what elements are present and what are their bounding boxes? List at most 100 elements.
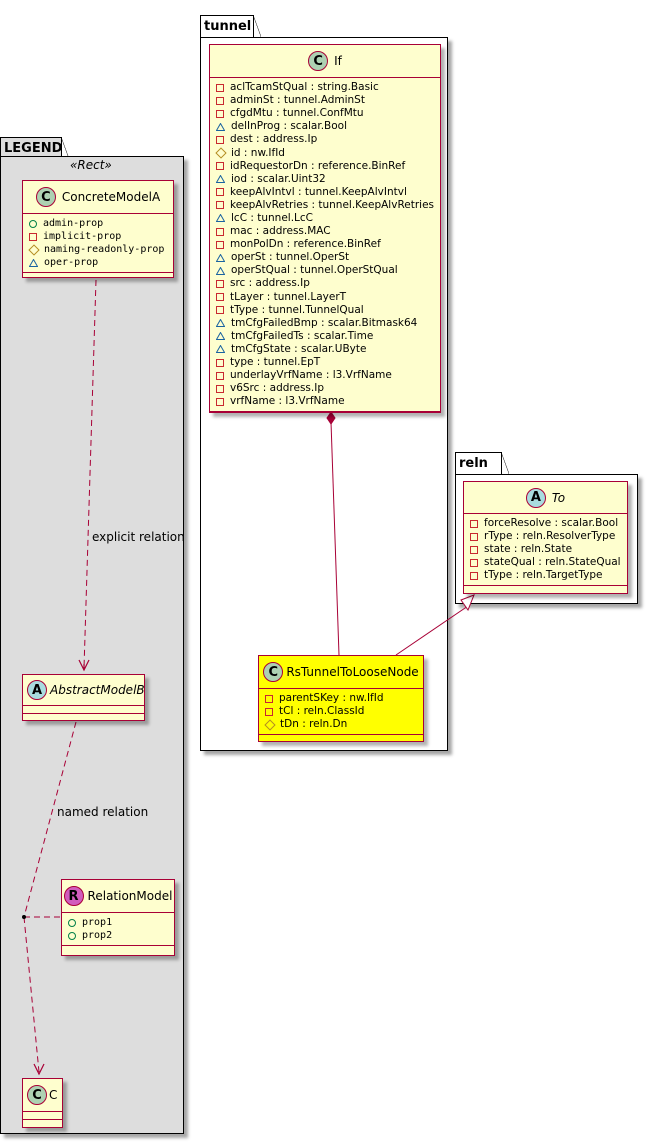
attribute-row: type : tunnel.EpT xyxy=(216,356,436,369)
attribute-text: cfgdMtu : tunnel.ConfMtu xyxy=(230,107,364,120)
public-visibility-icon xyxy=(29,219,37,228)
attribute-text: naming-readonly-prop xyxy=(44,244,165,256)
class-rs-tunnel-to-loose-node[interactable]: C RsTunnelToLooseNode parentSKey : nw.If… xyxy=(258,655,424,742)
private-visibility-icon xyxy=(216,384,224,393)
explicit-relation-label: explicit relation xyxy=(92,530,185,544)
attribute-row: tmCfgFailedTs : scalar.Time xyxy=(216,330,436,343)
package-visibility-icon xyxy=(216,214,225,223)
attribute-text: tCl : reln.ClassId xyxy=(279,705,365,718)
inheritance-line xyxy=(395,605,469,656)
attribute-text: keepAlvRetries : tunnel.KeepAlvRetries xyxy=(230,198,435,211)
method-section xyxy=(259,735,423,742)
attribute-text: aclTcamStQual : string.Basic xyxy=(230,81,379,94)
attribute-row: prop2 xyxy=(68,929,170,942)
relation-r-icon: R xyxy=(63,886,84,906)
named-relation-label: named relation xyxy=(57,805,149,819)
attribute-row: tmCfgFailedBmp : scalar.Bitmask64 xyxy=(216,317,436,330)
attribute-row: oper-prop xyxy=(29,256,169,269)
private-visibility-icon xyxy=(216,227,224,236)
class-abstract-model-b[interactable]: A AbstractModelB xyxy=(22,674,145,721)
attribute-text: tmCfgState : scalar.UByte xyxy=(231,342,367,355)
attribute-text: tmCfgFailedTs : scalar.Time xyxy=(231,329,374,342)
attribute-row: lcC : tunnel.LcC xyxy=(216,212,436,225)
legend-stereotype: «Rect» xyxy=(70,158,112,172)
private-visibility-icon xyxy=(216,135,224,144)
attribute-text: tmCfgFailedBmp : scalar.Bitmask64 xyxy=(231,316,418,329)
package-visibility-icon xyxy=(216,266,225,275)
private-visibility-icon xyxy=(216,201,224,210)
attribute-row: v6Src : address.Ip xyxy=(216,382,436,395)
explicit-relation-arrowhead xyxy=(78,659,90,672)
package-visibility-icon xyxy=(216,332,225,341)
private-visibility-icon xyxy=(265,694,273,703)
inheritance-triangle xyxy=(460,594,475,612)
private-visibility-icon xyxy=(470,532,478,541)
protected-visibility-icon xyxy=(29,246,38,254)
attribute-row: tType : tunnel.TunnelQual xyxy=(216,304,436,317)
class-c[interactable]: C C xyxy=(22,1078,63,1128)
class-c-icon: C xyxy=(308,51,329,71)
class-name: C xyxy=(49,1088,58,1102)
attribute-row: state : reln.State xyxy=(470,543,623,556)
private-visibility-icon xyxy=(216,279,224,288)
attribute-section xyxy=(23,706,144,714)
private-visibility-icon xyxy=(29,232,37,241)
attribute-row: iod : scalar.Uint32 xyxy=(216,173,436,186)
private-visibility-icon xyxy=(216,109,224,118)
public-visibility-icon xyxy=(68,918,76,927)
composition-diamond xyxy=(326,411,336,425)
attribute-row: cfgdMtu : tunnel.ConfMtu xyxy=(216,107,436,120)
attribute-row: keepAlvIntvl : tunnel.KeepAlvIntvl xyxy=(216,186,436,199)
attribute-text: forceResolve : scalar.Bool xyxy=(484,517,619,530)
attribute-row: operSt : tunnel.OperSt xyxy=(216,251,436,264)
attribute-row: monPolDn : reference.BinRef xyxy=(216,238,436,251)
attribute-row: delInProg : scalar.Bool xyxy=(216,120,436,133)
named-relation-line-1 xyxy=(23,721,77,918)
class-name: RelationModel xyxy=(87,889,173,903)
private-visibility-icon xyxy=(216,397,224,406)
attribute-text: underlayVrfName : l3.VrfName xyxy=(230,369,392,382)
private-visibility-icon xyxy=(470,519,478,528)
private-visibility-icon xyxy=(216,83,224,92)
attribute-text: id : nw.IfId xyxy=(231,146,285,159)
attribute-row: src : address.Ip xyxy=(216,277,436,290)
attribute-row: implicit-prop xyxy=(29,230,169,243)
attribute-row: parentSKey : nw.IfId xyxy=(265,692,419,705)
private-visibility-icon xyxy=(265,707,273,716)
package-visibility-icon xyxy=(29,258,38,267)
protected-visibility-icon xyxy=(216,149,225,157)
class-concrete-model-a[interactable]: C ConcreteModelA admin-prop implicit-pro… xyxy=(22,180,174,278)
reln-package-tab: reln xyxy=(455,452,509,475)
attribute-list: admin-prop implicit-prop naming-readonly… xyxy=(23,214,173,274)
class-c-icon: C xyxy=(35,187,56,207)
attribute-row: adminSt : tunnel.AdminSt xyxy=(216,94,436,107)
attribute-text: prop2 xyxy=(82,930,113,942)
attribute-text: lcC : tunnel.LcC xyxy=(231,211,313,224)
class-relation-model[interactable]: R RelationModel prop1 prop2 xyxy=(61,879,175,956)
attribute-row: operStQual : tunnel.OperStQual xyxy=(216,264,436,277)
private-visibility-icon xyxy=(216,358,224,367)
attribute-text: admin-prop xyxy=(43,218,104,230)
private-visibility-icon xyxy=(470,545,478,554)
package-visibility-icon xyxy=(216,175,225,184)
attribute-row: naming-readonly-prop xyxy=(29,243,169,256)
class-name: ConcreteModelA xyxy=(61,190,161,204)
attribute-row: keepAlvRetries : tunnel.KeepAlvRetries xyxy=(216,199,436,212)
private-visibility-icon xyxy=(216,371,224,380)
attribute-row: tLayer : tunnel.LayerT xyxy=(216,291,436,304)
attribute-row: dest : address.Ip xyxy=(216,133,436,146)
attribute-row: tType : reln.TargetType xyxy=(470,569,623,582)
attribute-text: operSt : tunnel.OperSt xyxy=(231,251,350,264)
attribute-row: prop1 xyxy=(68,916,170,929)
attribute-text: monPolDn : reference.BinRef xyxy=(230,238,381,251)
attribute-row: rType : reln.ResolverType xyxy=(470,530,623,543)
attribute-text: idRequestorDn : reference.BinRef xyxy=(230,159,406,172)
class-name: To xyxy=(551,490,566,505)
attribute-row: underlayVrfName : l3.VrfName xyxy=(216,369,436,382)
method-section xyxy=(23,273,173,280)
